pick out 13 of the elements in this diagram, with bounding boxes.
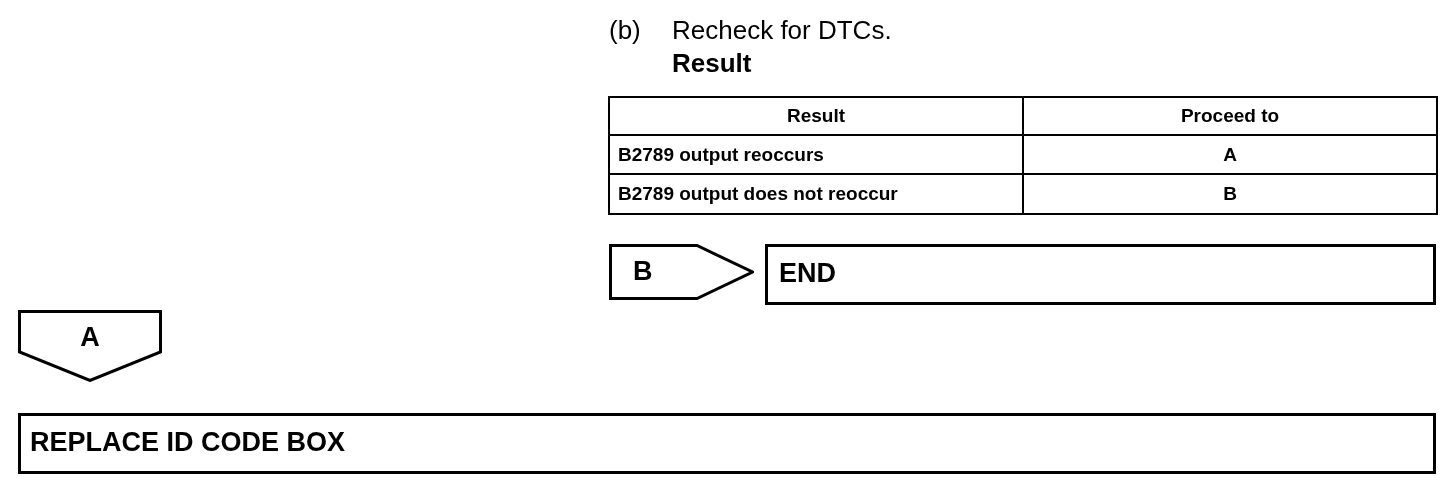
process-box: REPLACE ID CODE BOX [18, 413, 1436, 474]
table-cell: B2789 output reoccurs [609, 135, 1023, 174]
instruction-text: Recheck for DTCs. [672, 15, 892, 45]
table-cell: B2789 output does not reoccur [609, 174, 1023, 214]
branch-tag: A [18, 310, 162, 382]
section-heading: Result [672, 48, 752, 78]
column-header: Result [609, 97, 1023, 135]
table-cell: B [1023, 174, 1437, 214]
step-marker: (b) [609, 15, 641, 45]
table-cell: A [1023, 135, 1437, 174]
column-header: Proceed to [1023, 97, 1437, 135]
branch-tag: B [609, 244, 754, 300]
terminal-box: END [765, 244, 1436, 305]
